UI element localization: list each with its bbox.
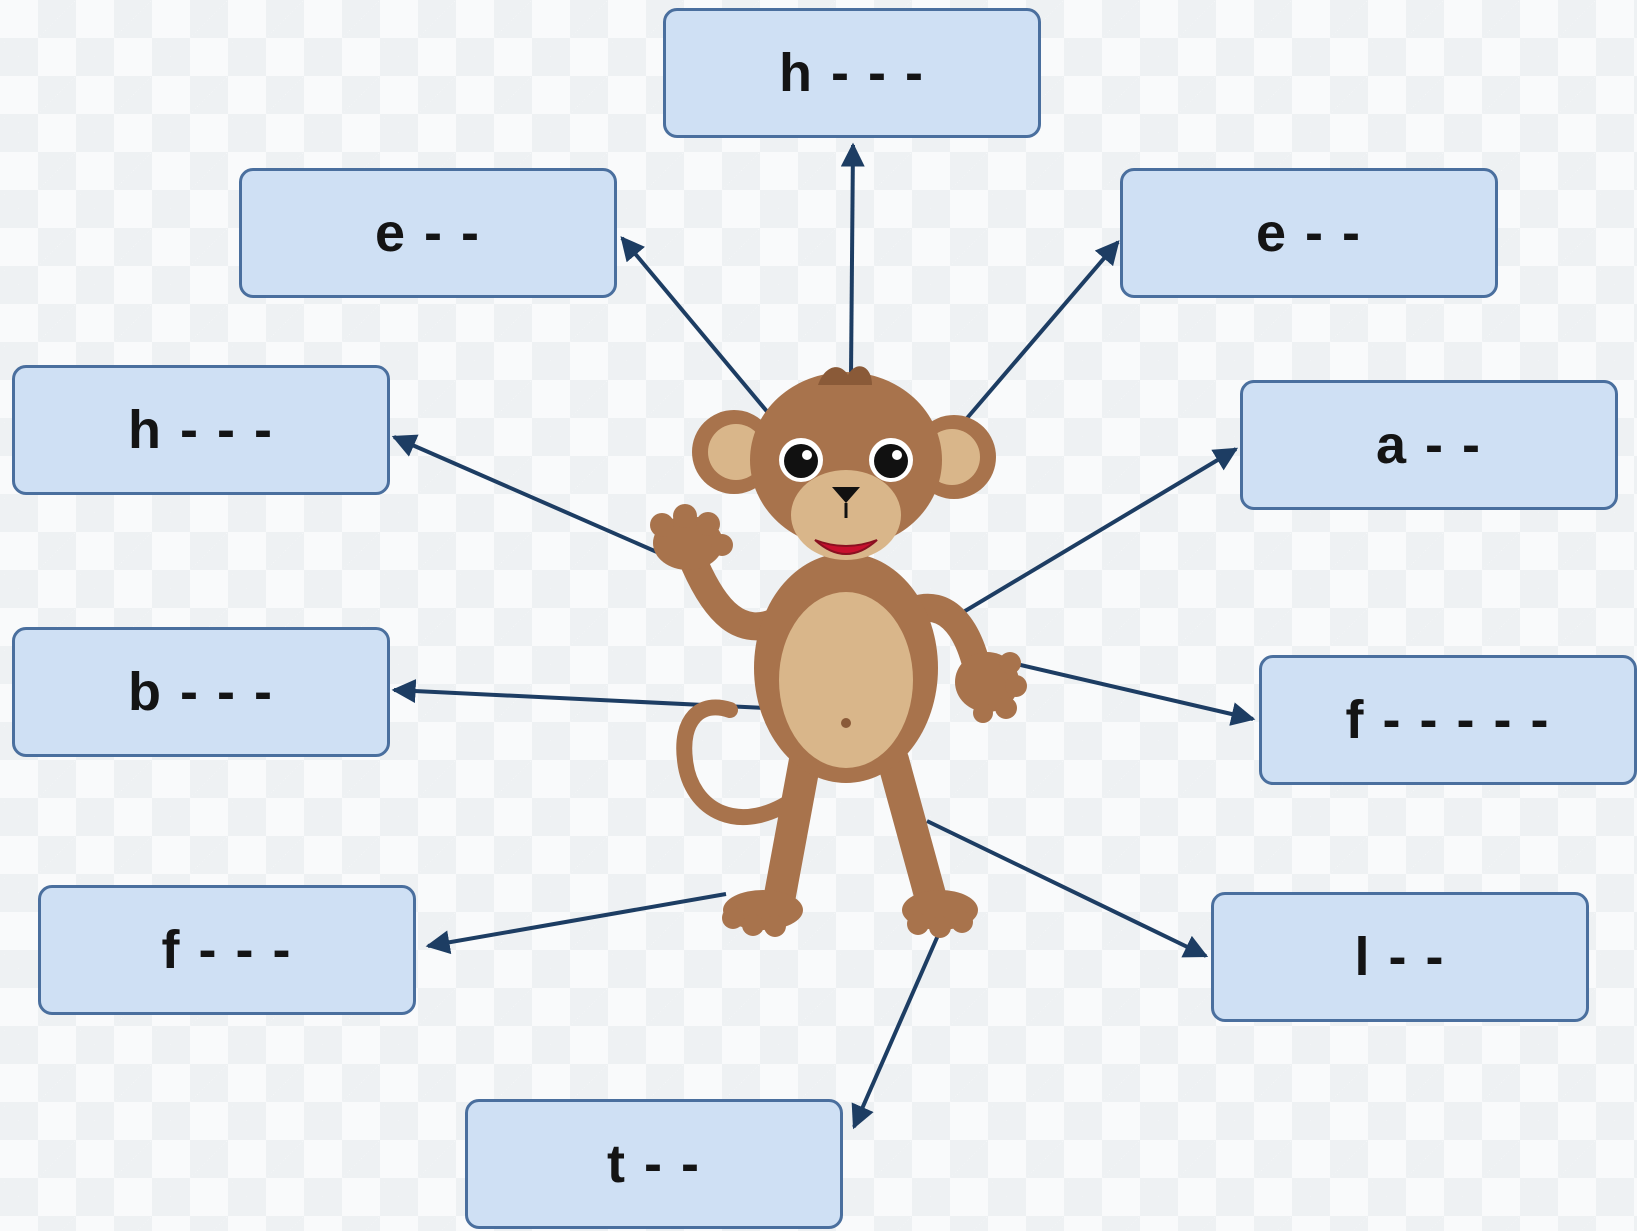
monkey-navel (841, 718, 851, 728)
monkey-left-toe (742, 914, 764, 936)
arrow-fingers (1011, 661, 1256, 726)
monkey-right-leg (877, 744, 946, 911)
label-box-eye: e - - (239, 168, 617, 298)
monkey-right-eye (874, 444, 908, 478)
arrow-leg (926, 819, 1209, 958)
arrow-head (840, 142, 865, 376)
monkey-hair-tuft (818, 366, 872, 385)
monkey-right-finger (1005, 675, 1027, 697)
arrow-foot (425, 892, 727, 955)
label-text: a - - (1375, 415, 1482, 475)
monkey-right-finger (995, 697, 1017, 719)
arrow-belly (391, 679, 828, 713)
label-box-ear: e - - (1120, 168, 1498, 298)
monkey-tail (676, 699, 808, 826)
label-text: b - - - (128, 662, 274, 722)
label-text: t - - (607, 1134, 701, 1194)
monkey-right-toe (951, 911, 973, 933)
monkey-left-eye-glint (802, 450, 812, 460)
monkey-mouth (814, 539, 878, 555)
label-box-foot: f - - - (38, 885, 416, 1015)
monkey-left-eye (784, 444, 818, 478)
label-text: h - - - (779, 43, 925, 103)
monkey-left-ear-inner (708, 424, 764, 480)
label-text: f - - - - - (1345, 690, 1551, 750)
label-box-leg: l - - (1211, 892, 1589, 1022)
label-box-arm: a - - (1240, 380, 1618, 510)
arrow-toe (851, 932, 941, 1130)
monkey-illustration (650, 366, 1027, 938)
label-text: h - - - (128, 400, 274, 460)
label-text: e - - (1255, 203, 1362, 263)
monkey-raised-finger (696, 512, 720, 536)
label-box-toe: t - - (465, 1099, 843, 1229)
monkey-right-finger (973, 703, 993, 723)
label-box-head: h - - - (663, 8, 1041, 138)
monkey-right-eye-glint (892, 450, 902, 460)
label-text: e - - (374, 203, 481, 263)
monkey-nose (832, 487, 860, 503)
label-box-hand: h - - - (12, 365, 390, 495)
arrow-arm (943, 447, 1239, 625)
monkey-belly (779, 592, 913, 768)
arrow-ear (960, 240, 1120, 426)
monkey-right-toe (907, 913, 929, 935)
monkey-raised-finger (650, 513, 674, 537)
arrow-hand (391, 434, 683, 565)
label-text: l - - (1354, 927, 1446, 987)
monkey-raised-finger (673, 504, 697, 528)
label-box-fingers: f - - - - - (1259, 655, 1637, 785)
monkey-left-toe (764, 915, 786, 937)
monkey-left-toe (722, 907, 744, 929)
label-text: f - - - (161, 920, 293, 980)
monkey-right-finger (999, 652, 1021, 674)
monkey-right-toe (929, 916, 951, 938)
monkey-raised-finger (711, 534, 733, 556)
label-box-belly: b - - - (12, 627, 390, 757)
monkey-left-leg (764, 744, 821, 911)
